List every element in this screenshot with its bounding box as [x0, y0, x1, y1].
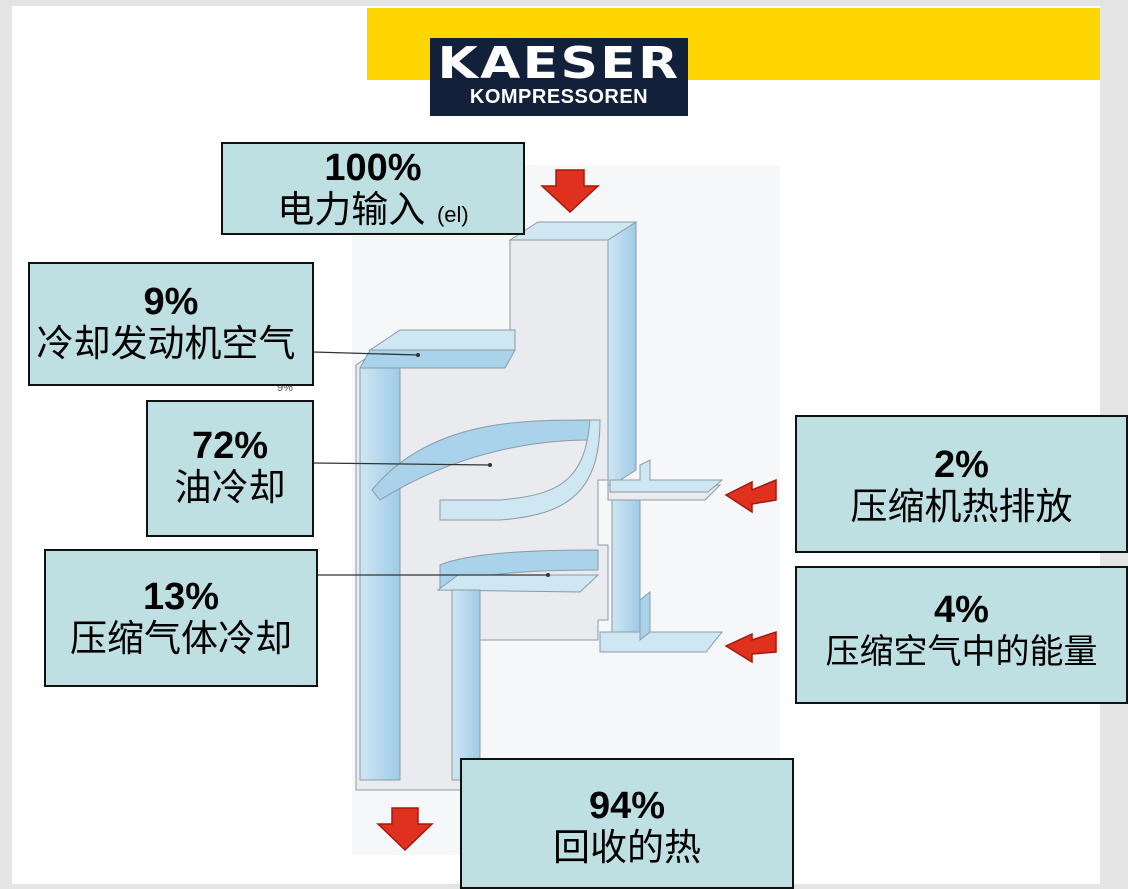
- recovered-heat-box: 94% 回收的热: [460, 758, 794, 889]
- leader-dot: [546, 573, 550, 577]
- aftercooling-label: 压缩气体冷却: [70, 617, 292, 660]
- input-percentage: 100%: [324, 147, 422, 189]
- logo-wordmark: KAESER: [437, 38, 681, 89]
- air-energy-percentage: 4%: [934, 589, 989, 631]
- compressor-radiation-box: 2% 压缩机热排放: [795, 415, 1128, 553]
- motor-cooling-box: 9% 冷却发动机空气: [28, 262, 314, 386]
- input-label-suffix: (el): [436, 202, 469, 227]
- compressor-radiation-label: 压缩机热排放: [850, 485, 1073, 528]
- air-energy-label: 压缩空气中的能量: [825, 632, 1098, 672]
- arrow-down-icon: [376, 807, 434, 852]
- arrow-down-icon: [540, 169, 600, 214]
- logo-subtitle: KOMPRESSOREN: [469, 86, 649, 108]
- input-power-box: 100% 电力输入 (el): [221, 142, 525, 235]
- compressor-radiation-percentage: 2%: [934, 444, 989, 486]
- oil-cooling-percentage: 72%: [191, 425, 269, 467]
- recovered-heat-percentage: 94%: [588, 785, 666, 827]
- leader-dot: [416, 353, 420, 357]
- motor-cooling-label: 冷却发动机空气: [36, 322, 296, 365]
- leader-lines: [312, 351, 548, 576]
- leader-dot: [488, 463, 492, 467]
- aftercooling-box: 13% 压缩气体冷却: [44, 549, 318, 687]
- aftercooling-percentage: 13%: [142, 576, 220, 618]
- arrow-left-icon: [724, 478, 777, 514]
- kaeser-logo: KAESER KOMPRESSOREN: [430, 38, 688, 116]
- arrow-left-icon: [724, 630, 777, 664]
- recovered-heat-label: 回收的热: [553, 826, 701, 869]
- oil-cooling-box: 72% 油冷却: [146, 400, 314, 537]
- flow-column: [355, 221, 724, 791]
- oil-cooling-label: 油冷却: [174, 466, 286, 509]
- air-energy-box: 4% 压缩空气中的能量: [795, 566, 1128, 704]
- input-label: 电力输入 (el): [277, 188, 469, 231]
- motor-cooling-percentage: 9%: [143, 281, 199, 323]
